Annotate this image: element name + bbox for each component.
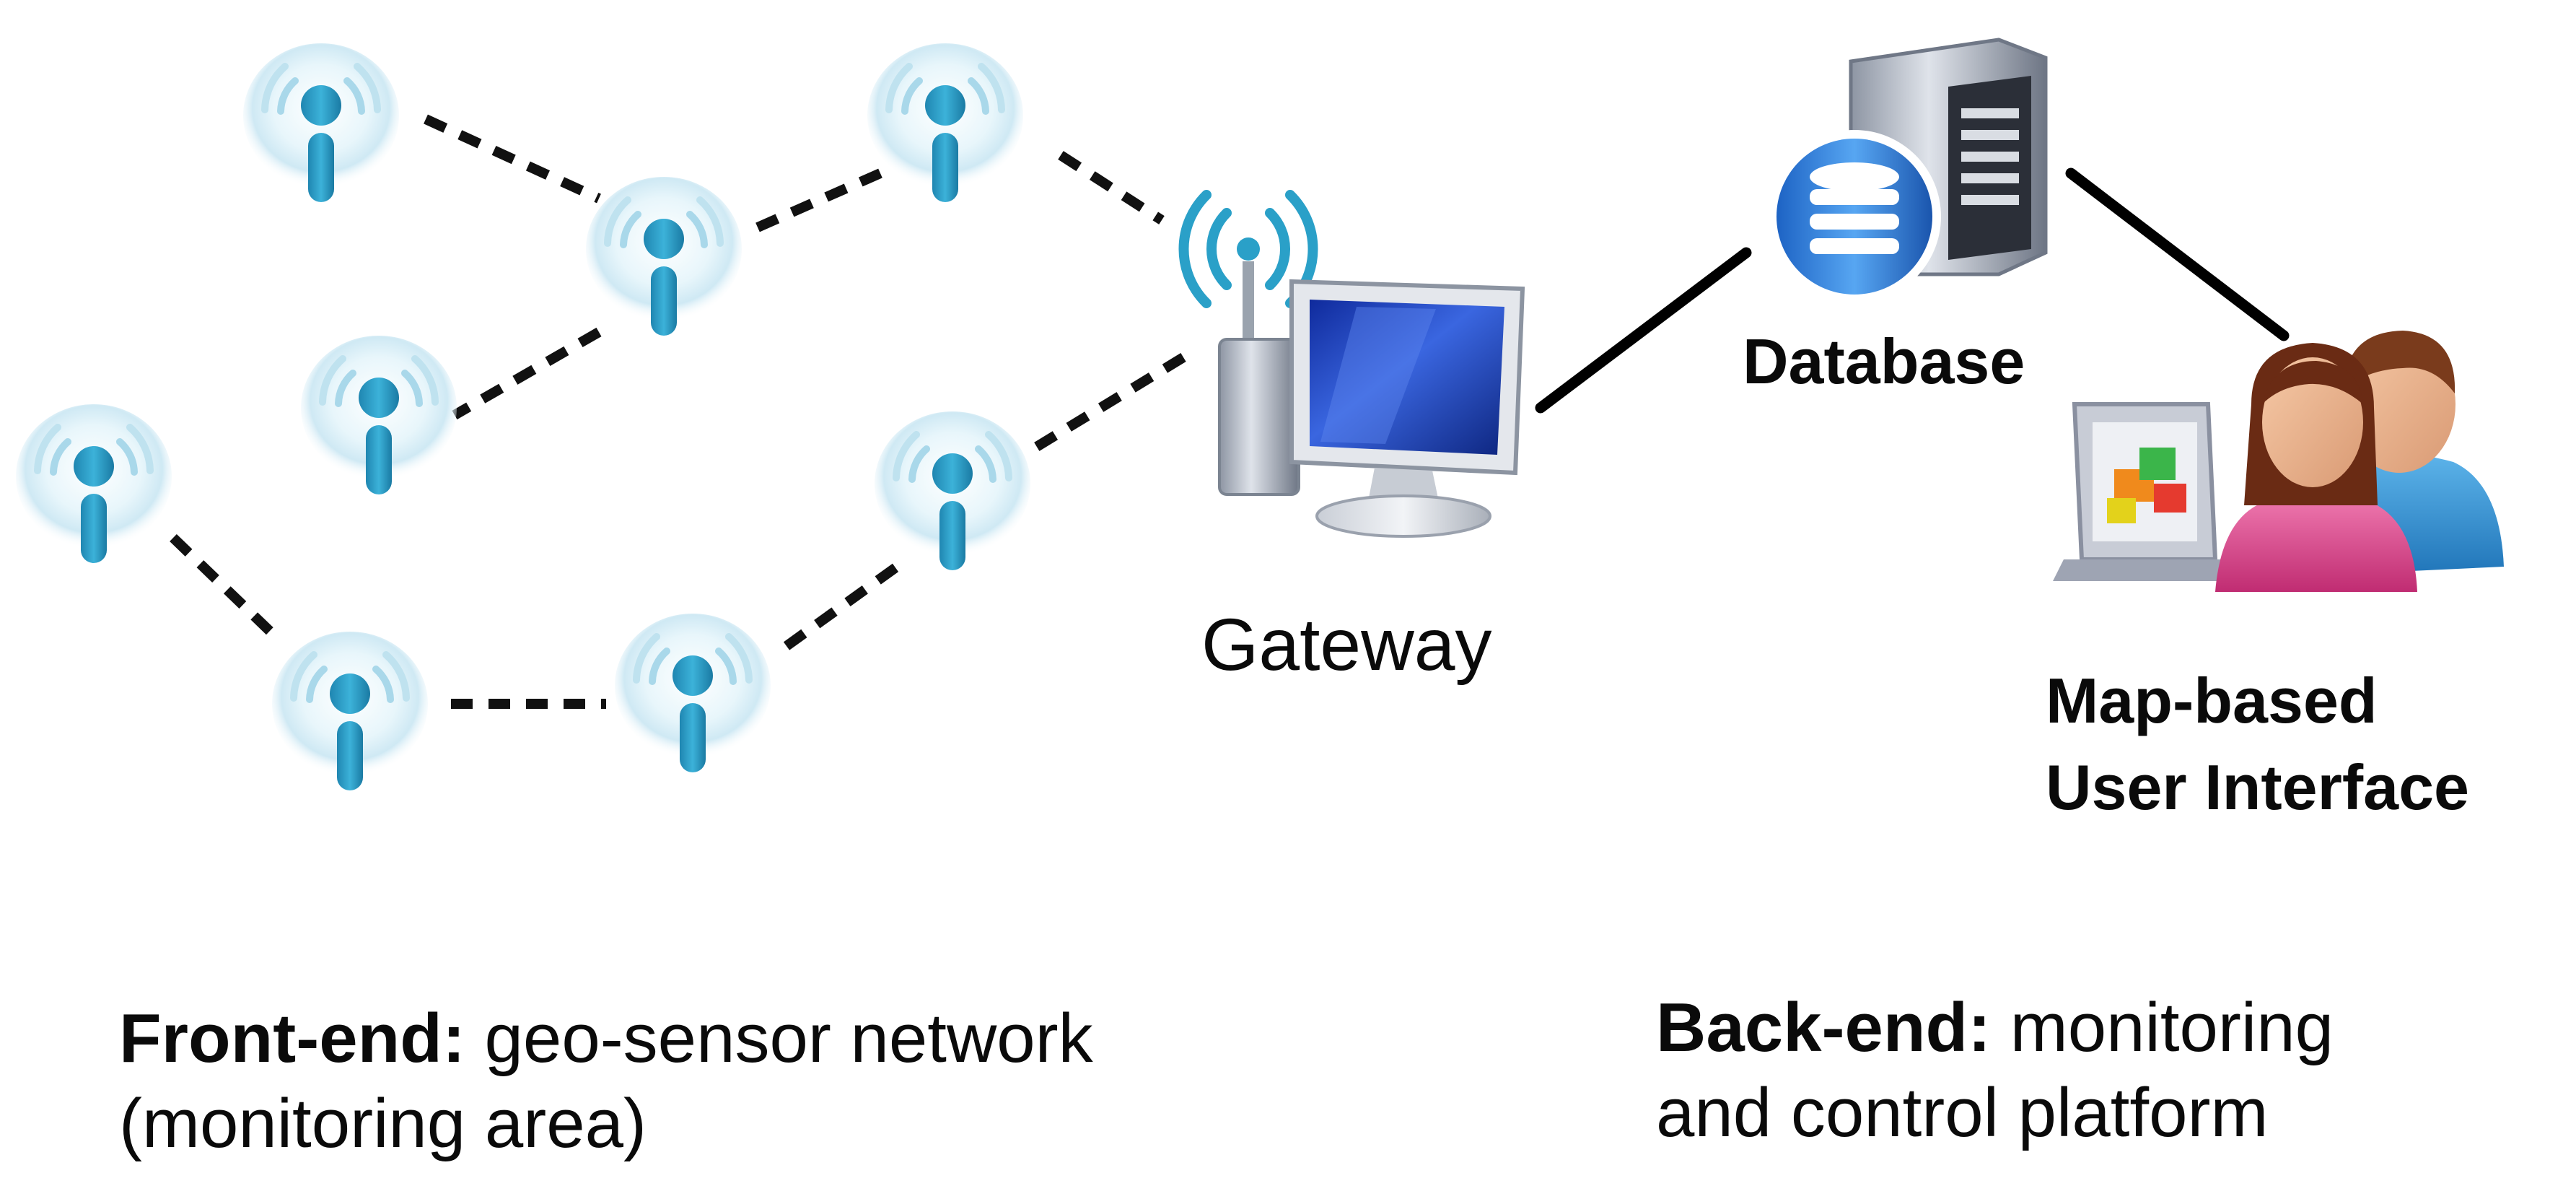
link <box>1058 151 1165 224</box>
back-end-desc-line2: and control platform <box>1656 1074 2269 1151</box>
front-end-caption: Front-end: geo-sensor network (monitorin… <box>119 996 1093 1167</box>
front-end-desc-line2: (monitoring area) <box>119 1085 647 1162</box>
link <box>755 168 882 232</box>
database-label: Database <box>1743 326 2025 397</box>
gateway-label: Gateway <box>1201 603 1492 686</box>
sensor-node-icon <box>243 43 399 202</box>
sensor-nodes <box>16 43 1030 790</box>
link <box>783 559 906 650</box>
link <box>452 327 602 420</box>
ui-label-line2: User Interface <box>2046 751 2469 823</box>
users-with-laptop-icon <box>2053 331 2504 592</box>
link <box>1033 353 1186 452</box>
sensor-node-icon <box>875 411 1030 570</box>
link-gateway-database <box>1535 247 1752 414</box>
gateway-computer-icon <box>1178 190 1525 538</box>
front-end-title: Front-end: <box>119 1000 465 1077</box>
database-server-icon <box>1768 38 2048 303</box>
sensor-node-icon <box>272 632 428 790</box>
sensor-node-icon <box>16 404 172 563</box>
link-database-users <box>2065 167 2290 341</box>
back-end-title: Back-end: <box>1656 989 1992 1066</box>
ui-label-line1: Map-based <box>2046 665 2378 736</box>
back-end-caption: Back-end: monitoring and control platfor… <box>1656 985 2334 1156</box>
link <box>424 114 601 204</box>
backend-links <box>1535 167 2290 414</box>
sensor-node-icon <box>867 43 1023 202</box>
sensor-node-icon <box>301 336 457 494</box>
front-end-desc: geo-sensor network <box>465 1000 1093 1077</box>
sensor-node-icon <box>615 614 771 772</box>
sensor-links <box>170 114 1186 709</box>
sensor-node-icon <box>586 177 742 336</box>
back-end-desc: monitoring <box>1991 989 2334 1066</box>
link <box>170 533 281 643</box>
